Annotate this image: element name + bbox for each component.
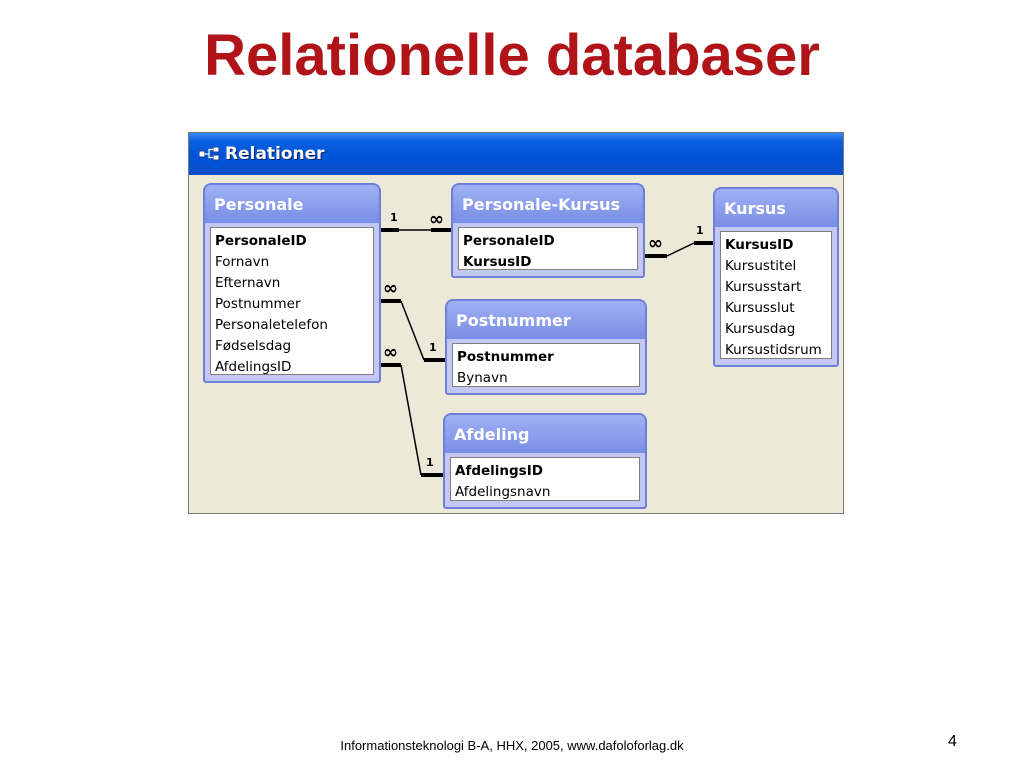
field-item[interactable]: Efternavn [215,275,281,291]
rel-one-label: 1 [390,211,398,224]
table-title[interactable]: Kursus [715,189,837,227]
field-item[interactable]: PersonaleID [463,233,555,249]
relationships-window[interactable]: Relationer 1 ∞ ∞ 1 ∞ 1 ∞ 1 [188,132,844,514]
field-list[interactable]: PersonaleID KursusID [458,227,638,270]
field-list[interactable]: KursusID Kursustitel Kursusstart Kursuss… [720,231,832,359]
field-item[interactable]: AfdelingsID [455,463,543,479]
field-item[interactable]: Postnummer [215,296,301,312]
field-item[interactable]: Fornavn [215,254,270,270]
slide-footer: Informationsteknologi B-A, HHX, 2005, ww… [340,738,684,753]
rel-one-label: 1 [429,341,437,354]
slide-title: Relationelle databaser [204,23,820,88]
field-item[interactable]: Bynavn [457,370,508,386]
field-item[interactable]: Afdelingsnavn [455,484,551,500]
field-item[interactable]: PersonaleID [215,233,307,249]
table-title[interactable]: Personale-Kursus [453,185,643,223]
field-list[interactable]: Postnummer Bynavn [452,343,640,387]
field-list[interactable]: PersonaleID Fornavn Efternavn Postnummer… [210,227,374,375]
rel-many-label: ∞ [383,278,398,299]
window-titlebar[interactable]: Relationer [189,133,843,175]
rel-many-label: ∞ [429,209,444,230]
field-item[interactable]: Kursustidsrum [725,342,822,358]
table-afdeling[interactable]: Afdeling AfdelingsID Afdelingsnavn [443,413,647,509]
field-item[interactable]: Postnummer [457,349,554,365]
field-item[interactable]: Personaletelefon [215,317,328,333]
window-title: Relationer [225,144,325,164]
rel-one-label: 1 [696,224,704,237]
table-postnummer[interactable]: Postnummer Postnummer Bynavn [445,299,647,395]
table-kursus[interactable]: Kursus KursusID Kursustitel Kursusstart … [713,187,839,367]
relationship-lines [379,228,714,477]
table-personale-kursus[interactable]: Personale-Kursus PersonaleID KursusID [451,183,645,278]
field-item[interactable]: Kursusstart [725,279,802,295]
page-number: 4 [948,733,957,750]
field-item[interactable]: Kursusdag [725,321,796,337]
field-item[interactable]: AfdelingsID [215,359,292,375]
table-title[interactable]: Postnummer [447,301,645,339]
field-item[interactable]: KursusID [463,254,532,270]
field-item[interactable]: Kursustitel [725,258,797,274]
table-title[interactable]: Personale [205,185,379,223]
relationships-icon [199,147,220,161]
table-title[interactable]: Afdeling [445,415,645,453]
rel-many-label: ∞ [383,342,398,363]
field-item[interactable]: Fødselsdag [215,338,292,354]
relationships-canvas[interactable]: 1 ∞ ∞ 1 ∞ 1 ∞ 1 Personale PersonaleID Fo… [189,175,843,513]
field-item[interactable]: KursusID [725,237,794,253]
rel-one-label: 1 [426,456,434,469]
field-list[interactable]: AfdelingsID Afdelingsnavn [450,457,640,501]
table-personale[interactable]: Personale PersonaleID Fornavn Efternavn … [203,183,381,383]
field-item[interactable]: Kursusslut [725,300,795,316]
rel-many-label: ∞ [648,233,663,254]
